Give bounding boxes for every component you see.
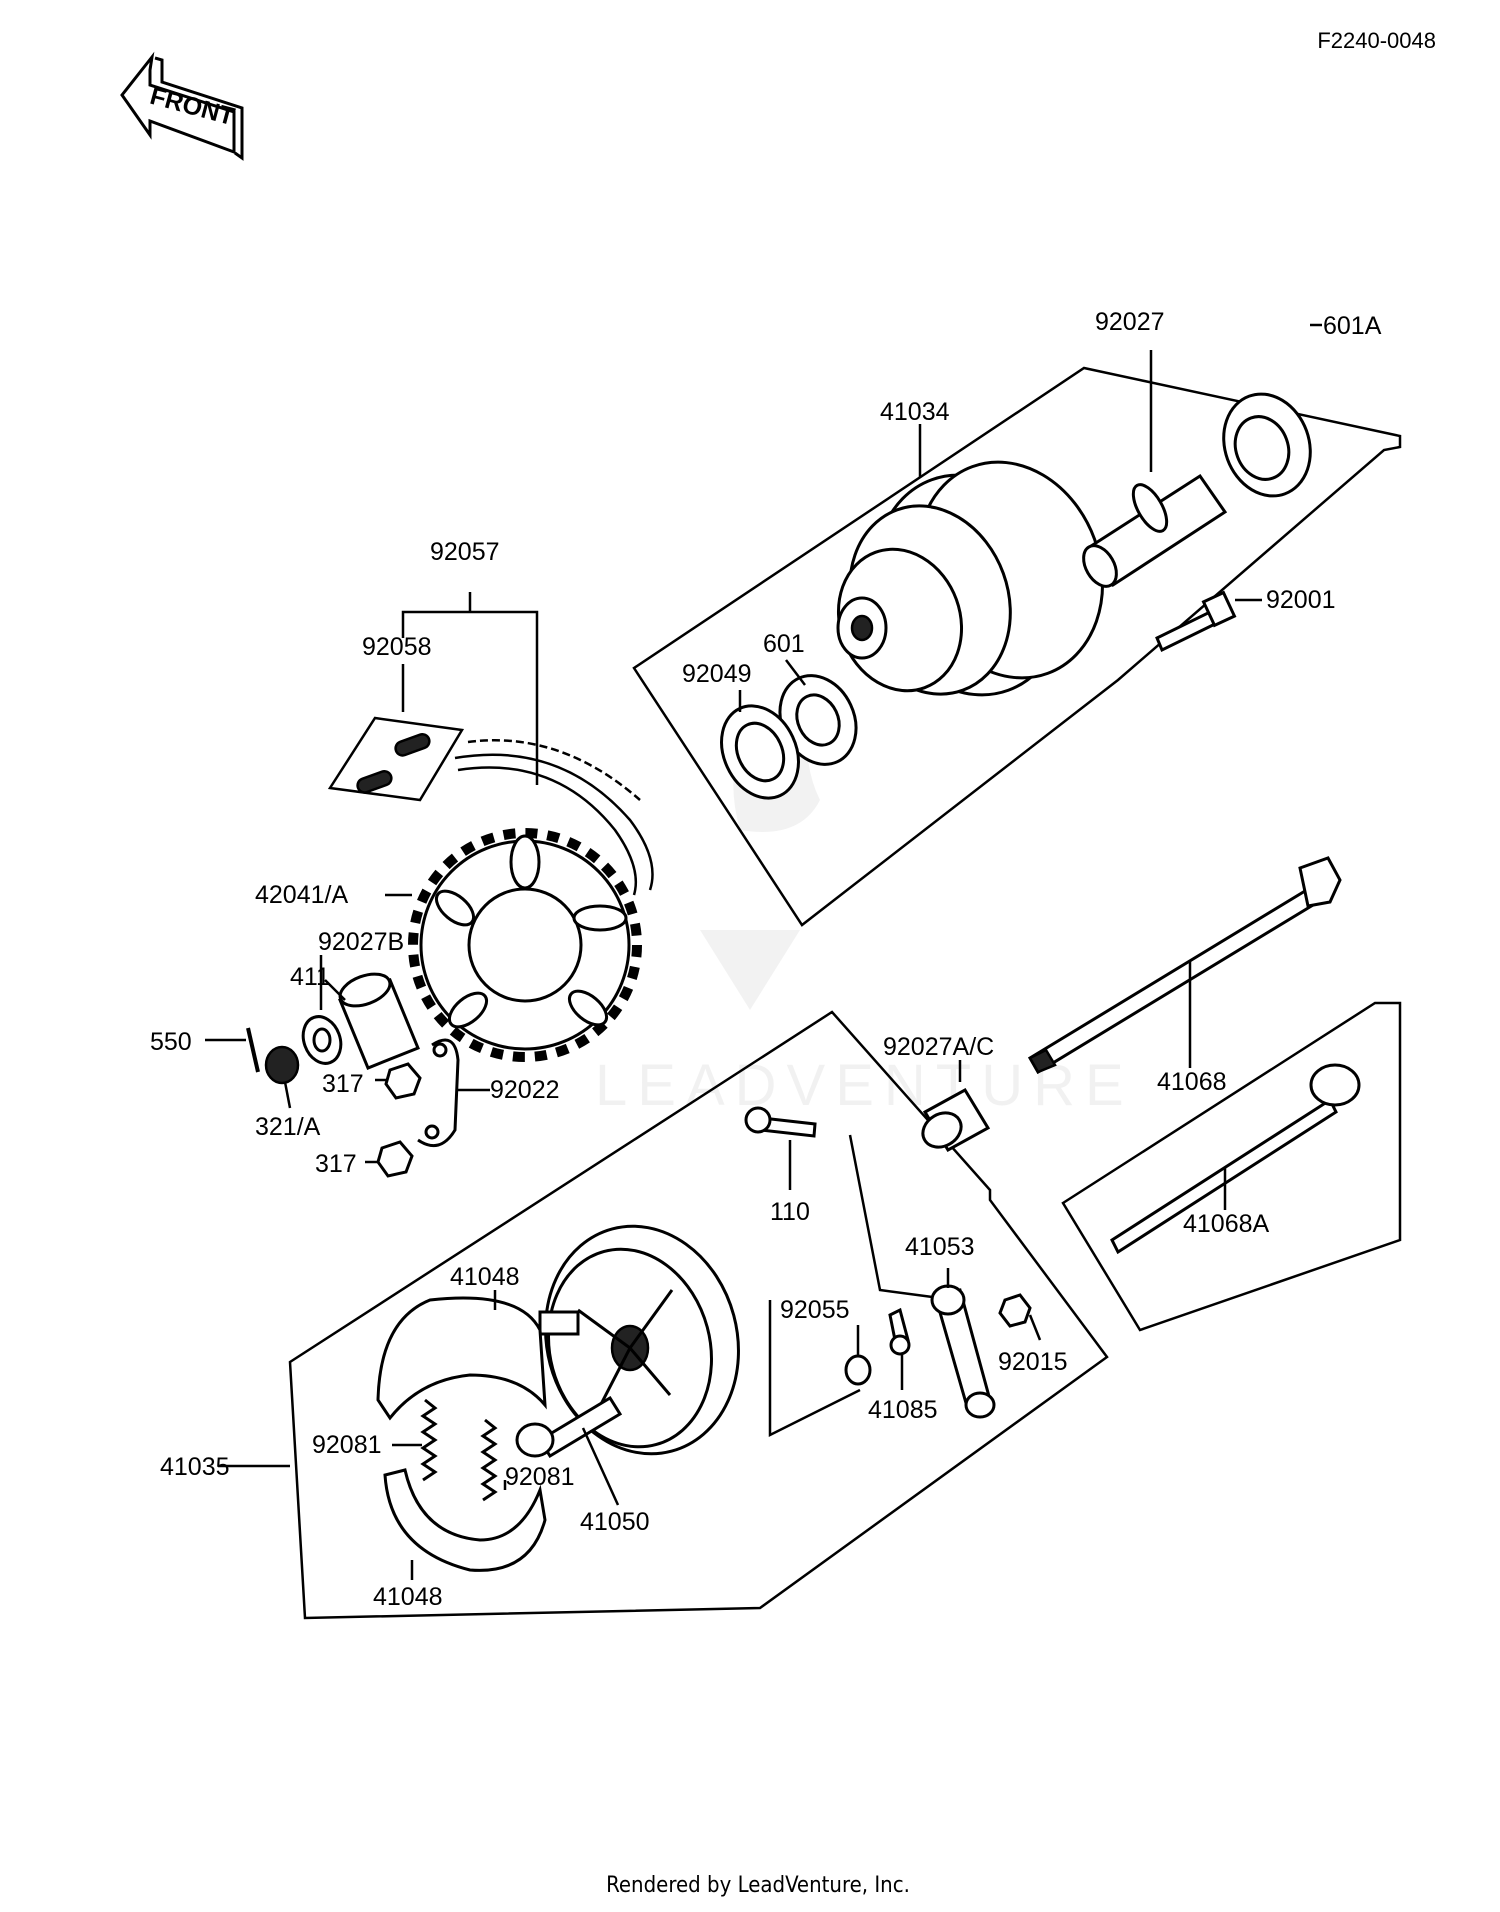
callout-92027b: 92027B — [318, 928, 404, 956]
nut-92015 — [998, 1293, 1032, 1328]
callout-92081a: 92081 — [312, 1431, 382, 1459]
hub-group-frame — [632, 366, 1402, 927]
nut-317a — [384, 1062, 422, 1100]
footer-credit: Rendered by LeadVenture, Inc. — [606, 1873, 910, 1898]
callout-92015: 92015 — [998, 1348, 1068, 1376]
callout-92049: 92049 — [682, 660, 752, 688]
callout-41068a: 41068A — [1183, 1210, 1270, 1238]
chain-sprocket-group: 92057 92058 42041/A — [255, 538, 654, 1062]
callout-41048b: 41048 — [373, 1583, 443, 1611]
spacer-92027 — [1082, 473, 1228, 588]
nut-317b — [376, 1140, 414, 1178]
hub-group: 41034 92027 601A 92001 601 92049 — [632, 308, 1402, 927]
callout-92058: 92058 — [362, 633, 432, 661]
callout-92055: 92055 — [780, 1296, 850, 1324]
diagram-code: F2240-0048 — [1317, 28, 1436, 53]
callout-41068: 41068 — [1157, 1068, 1227, 1096]
front-arrow-icon: FRONT — [120, 51, 244, 161]
axle-group: 41068 41068A — [1027, 856, 1402, 1332]
sprocket-42041 — [408, 828, 642, 1062]
callout-41034: 41034 — [880, 398, 950, 426]
callout-321a: 321/A — [255, 1113, 321, 1141]
callout-317a: 317 — [322, 1070, 364, 1098]
callout-42041a: 42041/A — [255, 881, 348, 909]
callout-601a: 601A — [1323, 312, 1382, 340]
master-link-box-92058 — [327, 716, 465, 802]
cotter-pin-550 — [246, 1027, 260, 1073]
callout-92081b: 92081 — [505, 1463, 575, 1491]
callout-41053: 41053 — [905, 1233, 975, 1261]
callout-550: 550 — [150, 1028, 192, 1056]
bolt-110 — [744, 1106, 817, 1138]
brake-group: 92027A/C 110 41050 — [160, 1010, 1109, 1620]
bearing-601a — [1222, 392, 1312, 498]
brake-panel-41035 — [538, 1224, 740, 1456]
callout-41048a: 41048 — [450, 1263, 520, 1291]
callout-41035: 41035 — [160, 1453, 230, 1481]
brake-group-frame — [288, 1010, 1109, 1620]
callout-92027: 92027 — [1095, 308, 1165, 336]
callout-92057: 92057 — [430, 538, 500, 566]
callout-411: 411 — [290, 963, 330, 991]
callout-41050: 41050 — [580, 1508, 650, 1536]
washer-92055 — [844, 1354, 872, 1386]
callout-110: 110 — [770, 1198, 810, 1226]
callout-41085: 41085 — [868, 1396, 938, 1424]
rear-hub-41034 — [836, 460, 1105, 697]
bolt-92001 — [1155, 590, 1237, 653]
callout-92001: 92001 — [1266, 586, 1336, 614]
collar-92027b — [338, 972, 420, 1070]
collar-92027ac — [921, 1087, 991, 1153]
brake-cam-41050 — [515, 1395, 623, 1459]
lock-plate-92022 — [417, 1038, 460, 1148]
axle-41068a-frame — [1061, 1001, 1402, 1332]
brake-shoe-41048-upper — [376, 1296, 547, 1421]
master-link-92058-icon — [356, 732, 431, 794]
brake-shoe-41048-lower — [383, 1468, 547, 1572]
sprocket-hardware: 92027B 411 550 317 92022 321/A 317 — [150, 928, 560, 1178]
indicator-41085 — [888, 1307, 911, 1356]
return-spring-92081-left — [420, 1398, 438, 1482]
drive-chain-92057 — [454, 738, 654, 896]
callout-601: 601 — [763, 630, 805, 658]
rear-axle-41068 — [1027, 856, 1342, 1075]
return-spring-92081-right — [480, 1418, 498, 1502]
callout-92022: 92022 — [490, 1076, 560, 1104]
callout-92027ac: 92027A/C — [883, 1033, 994, 1061]
nut-321a — [264, 1045, 300, 1085]
callout-317b: 317 — [315, 1150, 357, 1178]
washer-411 — [301, 1015, 343, 1065]
oil-seal-92049 — [720, 704, 800, 800]
camshaft-lever-41053 — [930, 1284, 996, 1419]
